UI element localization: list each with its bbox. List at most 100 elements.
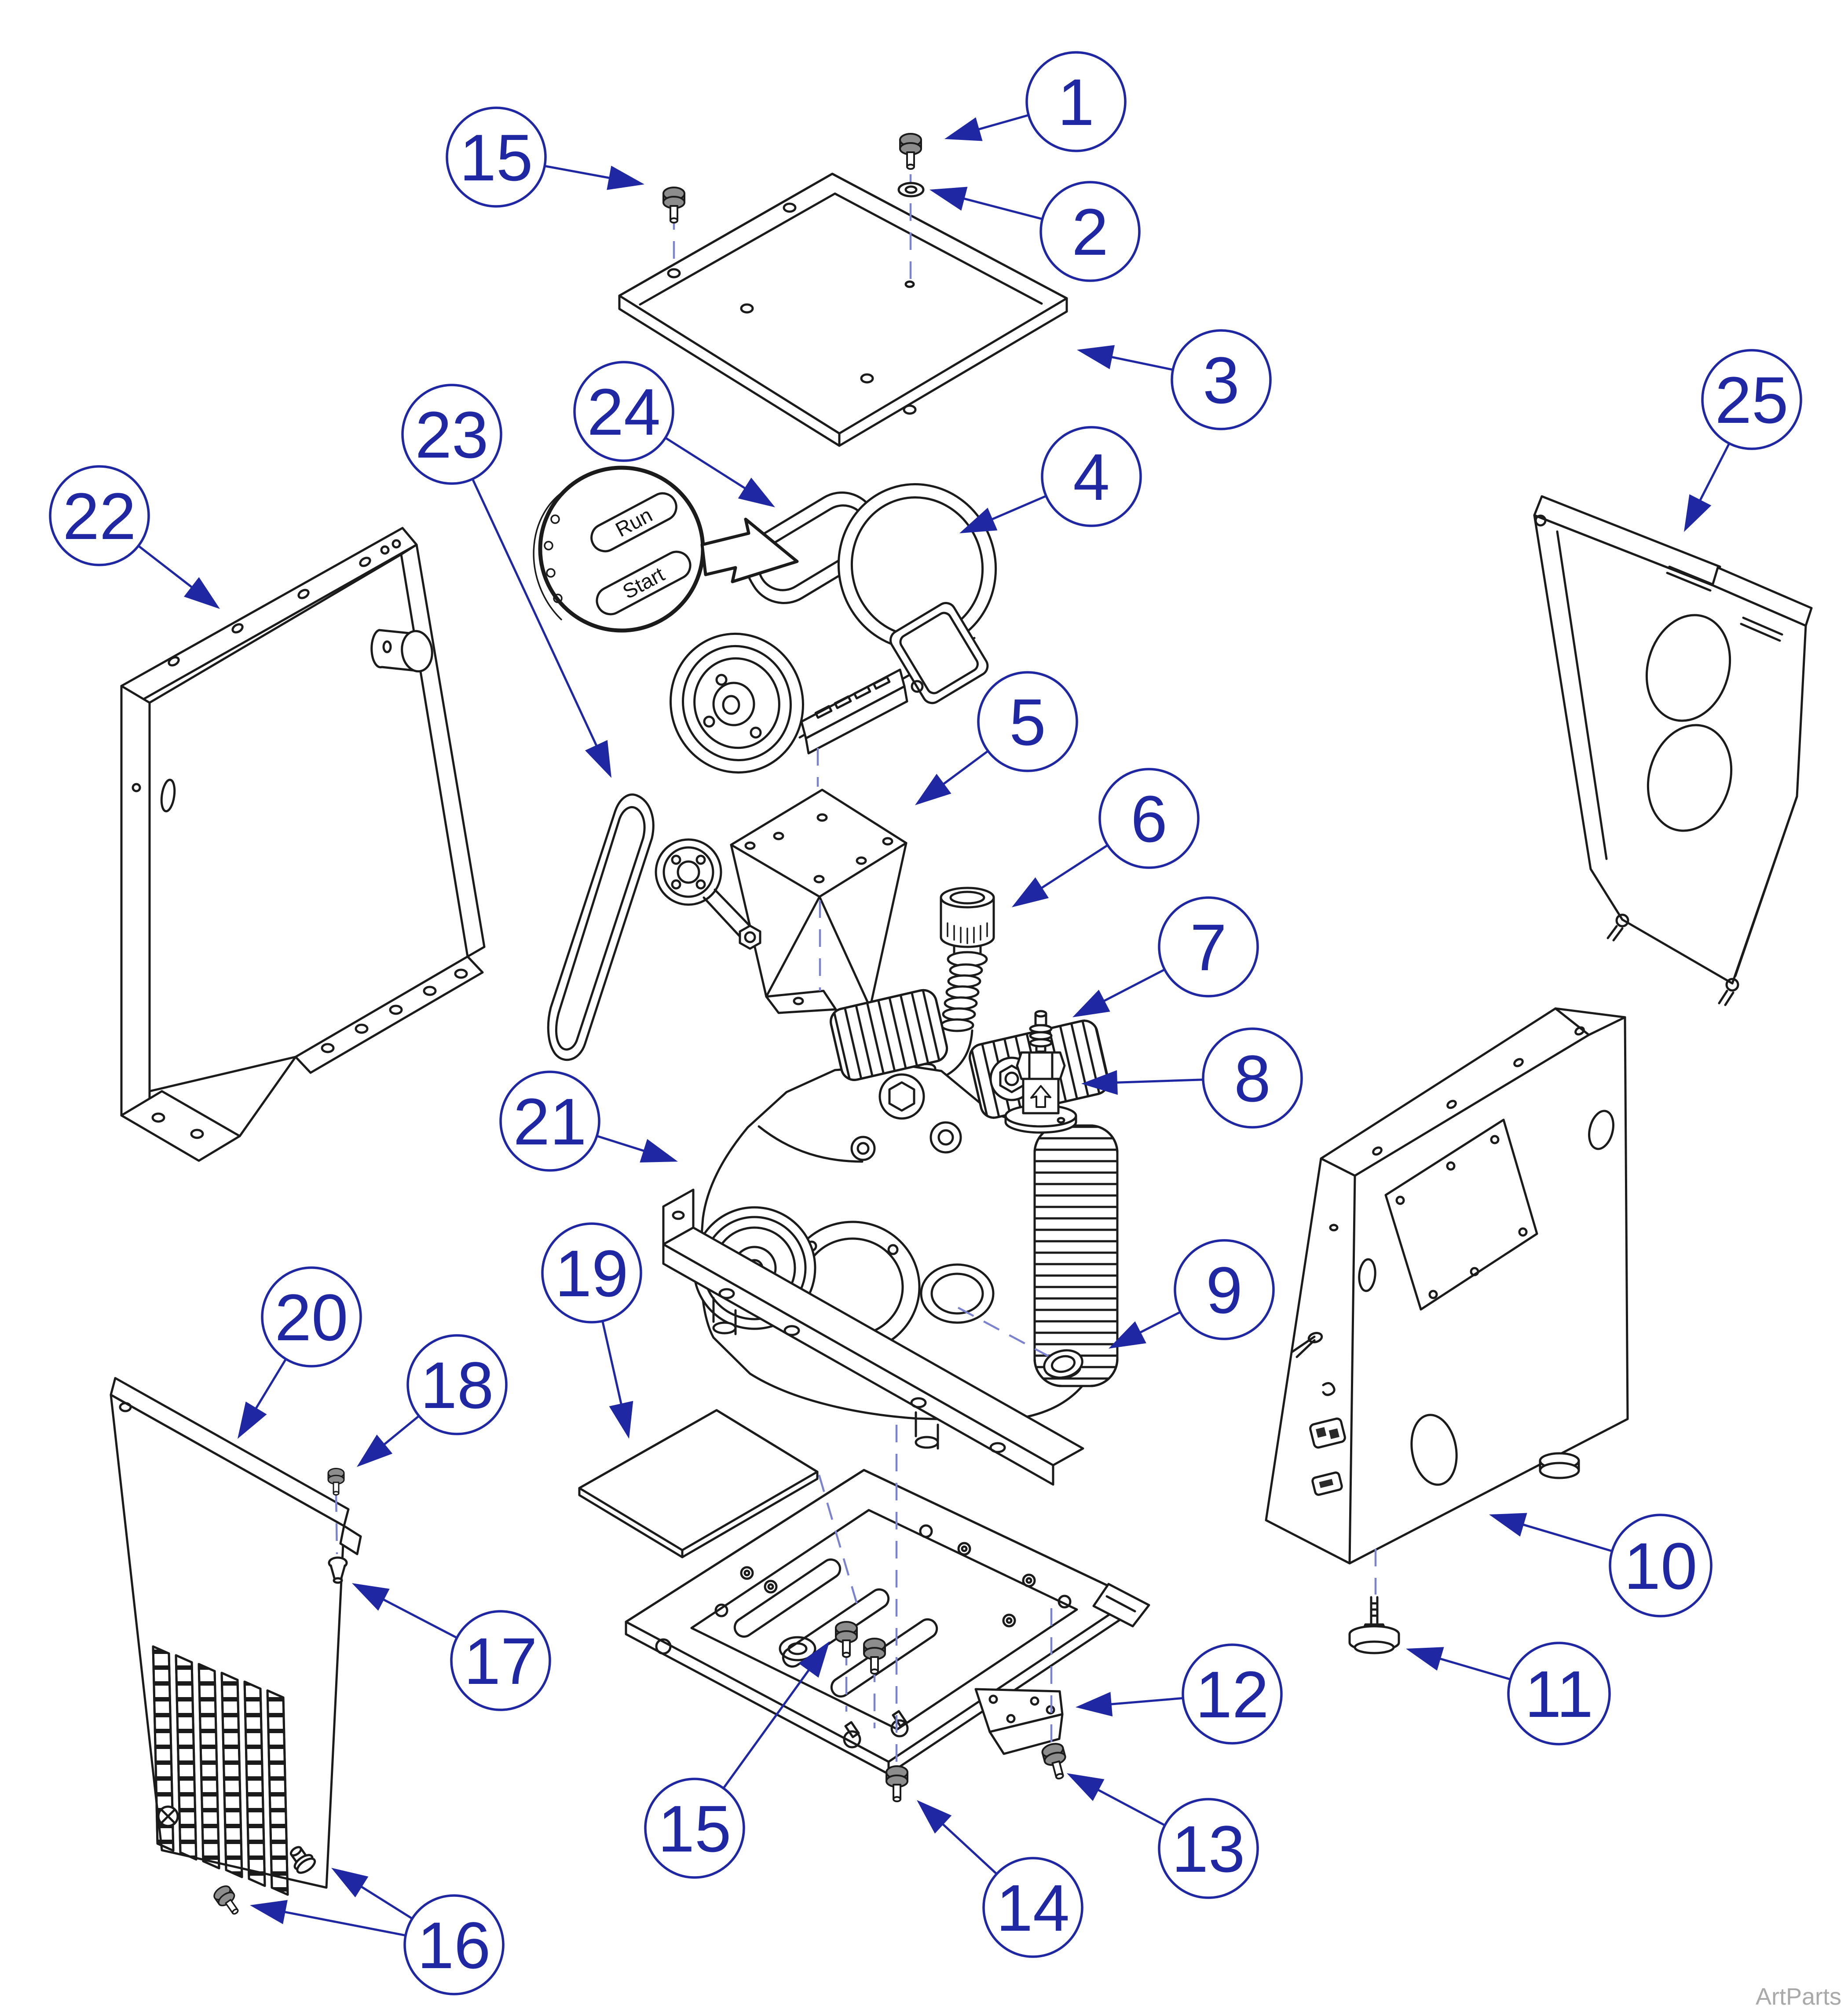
callout-number: 19 [555,1236,629,1310]
callout-9: 9 [1109,1239,1275,1349]
callout-20: 20 [238,1266,362,1439]
callout-4: 4 [959,426,1142,533]
callout-12: 12 [1076,1643,1283,1745]
callout-number: 22 [63,479,136,553]
callout-number: 2 [1072,195,1108,269]
push-mount-16 [289,1846,316,1874]
callout-number: 24 [587,375,661,449]
callout-15: 15 [644,1641,830,1879]
callout-circle [644,1778,745,1879]
callout-circle [982,1857,1083,1958]
callout-number: 17 [464,1624,538,1698]
callout-18: 18 [357,1334,508,1467]
callout-number: 7 [1190,910,1226,984]
callout-arrowhead [357,1434,393,1467]
callout-number: 9 [1206,1253,1242,1327]
louvered-panel [110,1377,362,1896]
callout-number: 10 [1624,1529,1698,1603]
callout-circle [499,1071,600,1172]
intake-muffler [1033,1124,1119,1387]
idler-pulley-assembly [655,838,761,950]
screw-16 [212,1884,243,1918]
callout-arrowhead [959,507,998,533]
callout-8: 8 [1081,1027,1303,1129]
callout-5: 5 [915,671,1078,805]
callout-circle [406,1334,508,1435]
callout-leader-line [933,1815,998,1875]
callout-13: 13 [1067,1773,1259,1899]
callout-leader-line [351,1880,413,1920]
callout-circle [573,361,674,462]
callout-arrowhead [917,1800,952,1834]
callout-leader-line [1694,443,1731,511]
washer-2 [897,182,925,198]
callout-arrowhead [915,774,951,805]
power-toggle [1291,1332,1323,1358]
callout-number: 15 [658,1792,732,1866]
isolation-pad [578,1409,819,1558]
callout-number: 11 [1525,1657,1593,1731]
callout-leader-line [722,1660,816,1789]
callout-circle [450,1610,551,1711]
callout-circle [446,106,547,208]
callout-number: 5 [1009,685,1046,759]
screw-18 [327,1467,345,1496]
callout-6: 6 [1012,768,1200,907]
callout-10: 10 [1489,1513,1713,1617]
callout-leader-line [1031,844,1109,895]
callout-circle [261,1266,362,1368]
cord-hook [1322,1382,1336,1396]
callout-circle [1609,1514,1713,1617]
motor-bracket [730,788,908,1014]
callout-number: 14 [996,1871,1070,1945]
callout-arrowhead [1489,1513,1527,1537]
callout-11: 11 [1406,1642,1611,1745]
callout-leader-line [373,1593,457,1639]
screw-1 [900,134,921,169]
callout-leader-line [1429,1654,1511,1681]
callout-circle [1701,349,1802,450]
callout-25: 25 [1684,349,1802,532]
callout-21: 21 [499,1071,678,1172]
callout-arrowhead [640,1139,678,1162]
louver-slats [152,1645,289,1896]
callout-arrowhead [1077,345,1115,370]
callout-circle [1507,1642,1611,1745]
screw-15-top [663,187,684,223]
callout-arrowhead [1684,494,1712,532]
callout-1: 1 [944,51,1127,152]
callout-leader-line [1093,968,1165,1007]
callout-arrowhead [1076,1692,1113,1717]
grommet-17 [328,1556,348,1584]
callout-arrowhead [585,740,611,778]
callout-7: 7 [1072,896,1259,1017]
callout-arrowhead [929,187,968,211]
callout-17: 17 [352,1583,551,1711]
callout-arrowhead [352,1583,390,1611]
callout-circle [1174,1239,1275,1340]
callout-arrowhead [798,1641,830,1678]
callout-number: 1 [1058,65,1094,139]
callout-number: 8 [1234,1041,1270,1115]
duct-panel [1533,495,1813,1006]
callout-leader-line [1105,1078,1204,1084]
motor-mount-frame [120,527,486,1162]
callout-number: 15 [460,121,533,194]
callout-arrowhead [607,165,644,190]
fasteners [212,134,1400,1918]
callout-circle [1171,329,1272,430]
callout-arrowhead [1072,990,1110,1017]
callout-leader-line [273,1909,406,1937]
callout-circle [49,465,150,566]
callout-arrowhead [184,577,220,609]
callout-number: 16 [417,1908,491,1982]
callout-2: 2 [929,181,1141,282]
callout-leader-line [952,194,1043,220]
callout-arrowhead [331,1868,369,1898]
callout-circle [403,1894,505,1995]
callout-leader-line [601,1320,625,1415]
callout-circle [1182,1643,1283,1745]
vacuum-pump [662,989,1109,1486]
